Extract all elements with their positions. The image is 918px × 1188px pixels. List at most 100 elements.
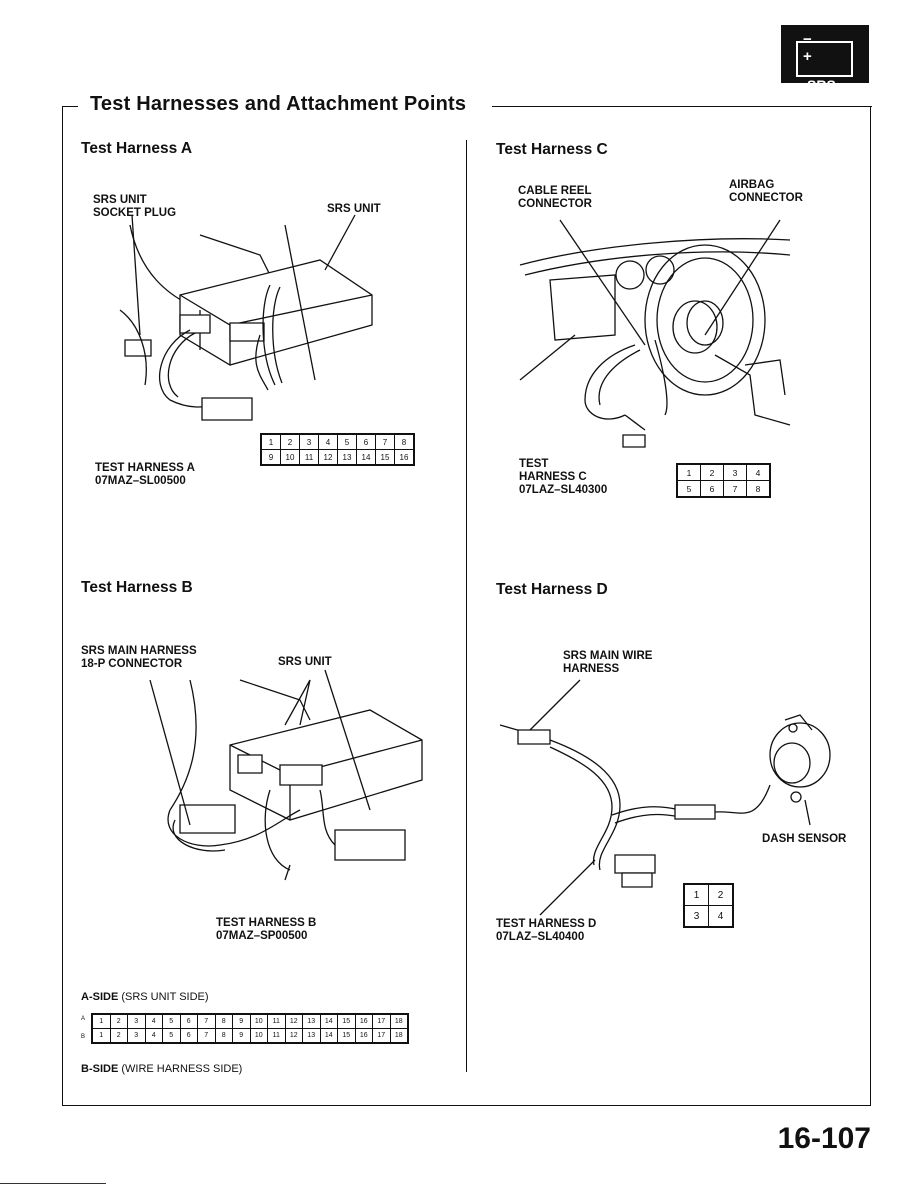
harness-c-illustration: [515, 215, 795, 455]
b-side-desc: (WIRE HARNESS SIDE): [118, 1063, 243, 1075]
pin: 3: [299, 433, 319, 450]
harness-d-pin-diagram: 1 2 3 4: [683, 883, 734, 928]
pin: 1: [683, 883, 709, 906]
harness-c-pin-grid: 1 2 3 4 5 6 7 8: [676, 463, 771, 498]
pin: 5: [162, 1028, 181, 1044]
pin: 2: [700, 463, 724, 481]
pin: 15: [375, 449, 395, 466]
pin: 9: [232, 1028, 251, 1044]
pin: 8: [214, 1028, 233, 1044]
srs-badge: − + SRS: [781, 25, 869, 93]
a-side-bold: A-SIDE: [81, 991, 119, 1003]
label-srs-unit-socket-plug: SRS UNIT SOCKET PLUG: [93, 194, 177, 219]
pin: 2: [109, 1028, 128, 1044]
pin: 13: [337, 449, 357, 466]
harness-b-pin-grid: 1 2 3 4 5 6 7 8 9 10 11 12 13 14 15 16 1…: [91, 1013, 409, 1044]
pin: 14: [319, 1013, 338, 1029]
a-side-caption: A-SIDE (SRS UNIT SIDE): [81, 991, 209, 1003]
a-side-row: 1 2 3 4 5 6 7 8 9 10 11 12 13 14 15 16 1…: [91, 1013, 409, 1029]
pin: 9: [260, 449, 281, 466]
pin: 6: [179, 1028, 198, 1044]
battery-polarity: − +: [803, 31, 834, 65]
pin: 2: [708, 883, 734, 906]
srs-badge-label: SRS: [807, 77, 836, 93]
title-rule-right: [492, 106, 872, 107]
b-side-bold: B-SIDE: [81, 1063, 119, 1075]
harness-c-pin-diagram: 1 2 3 4 5 6 7 8: [676, 463, 771, 498]
pin: 1: [91, 1013, 111, 1029]
content-frame: [62, 106, 871, 1106]
pin: 11: [267, 1028, 286, 1044]
label-cable-reel-connector: CABLE REEL CONNECTOR: [518, 185, 592, 210]
pin: 8: [394, 433, 415, 450]
pin: 8: [214, 1013, 233, 1029]
pin: 5: [162, 1013, 181, 1029]
pin: 3: [683, 905, 709, 928]
pin: 3: [127, 1028, 146, 1044]
pin: 18: [389, 1028, 409, 1044]
heading-harness-d: Test Harness D: [496, 581, 608, 598]
pin: 13: [302, 1028, 321, 1044]
pin: 10: [249, 1028, 268, 1044]
pin: 3: [127, 1013, 146, 1029]
harness-a-pin-diagram: 1 2 3 4 5 6 7 8 9 10 11 12 13 14 15 16: [260, 433, 415, 466]
page-title: Test Harnesses and Attachment Points: [90, 93, 467, 115]
pin: 16: [394, 449, 415, 466]
pin: 4: [746, 463, 771, 481]
column-divider: [466, 140, 467, 1072]
pin: 7: [723, 480, 747, 498]
pin: 2: [109, 1013, 128, 1029]
heading-harness-a: Test Harness A: [81, 140, 193, 157]
pin: 17: [372, 1028, 391, 1044]
row-a-marker: A: [81, 1016, 86, 1022]
harness-a-illustration: [110, 215, 390, 465]
pin: 2: [280, 433, 300, 450]
pin: 5: [676, 480, 701, 498]
heading-harness-c: Test Harness C: [496, 141, 608, 158]
pin: 1: [676, 463, 701, 481]
pin: 10: [249, 1013, 268, 1029]
pin: 16: [354, 1013, 373, 1029]
pin: 14: [319, 1028, 338, 1044]
label-srs-main-wire-harness: SRS MAIN WIRE HARNESS: [563, 650, 653, 675]
label-test-harness-c: TEST HARNESS C 07LAZ–SL40300: [519, 458, 608, 496]
harness-a-pin-grid: 1 2 3 4 5 6 7 8 9 10 11 12 13 14 15 16: [260, 433, 415, 466]
pin: 14: [356, 449, 376, 466]
title-rule-left: [62, 106, 78, 107]
pin: 4: [144, 1028, 163, 1044]
pin: 12: [318, 449, 338, 466]
pin: 4: [144, 1013, 163, 1029]
pin: 12: [284, 1013, 303, 1029]
pin: 15: [337, 1013, 356, 1029]
pin: 7: [375, 433, 395, 450]
pin: 15: [337, 1028, 356, 1044]
pin: 5: [337, 433, 357, 450]
pin: 17: [372, 1013, 391, 1029]
pin: 9: [232, 1013, 251, 1029]
pin: 1: [91, 1028, 111, 1044]
pin: 11: [299, 449, 319, 466]
label-test-harness-b: TEST HARNESS B 07MAZ–SP00500: [216, 917, 317, 942]
b-side-row: 1 2 3 4 5 6 7 8 9 10 11 12 13 14 15 16 1…: [91, 1028, 409, 1044]
row-b-marker: B: [81, 1034, 86, 1040]
pin: 10: [280, 449, 300, 466]
a-side-desc: (SRS UNIT SIDE): [118, 991, 209, 1003]
pin: 8: [746, 480, 771, 498]
battery-icon: [796, 41, 853, 77]
b-side-caption: B-SIDE (WIRE HARNESS SIDE): [81, 1063, 242, 1075]
pin: 16: [354, 1028, 373, 1044]
harness-d-illustration: [500, 675, 840, 915]
pin: 6: [356, 433, 376, 450]
pin: 7: [197, 1013, 216, 1029]
label-test-harness-d: TEST HARNESS D 07LAZ–SL40400: [496, 918, 597, 943]
pin: 6: [179, 1013, 198, 1029]
pin: 7: [197, 1028, 216, 1044]
label-srs-unit-a: SRS UNIT: [327, 203, 381, 215]
label-srs-main-harness: SRS MAIN HARNESS 18-P CONNECTOR: [81, 645, 197, 670]
harness-b-illustration: [150, 670, 420, 900]
harness-b-pin-diagram: 1 2 3 4 5 6 7 8 9 10 11 12 13 14 15 16 1…: [91, 1013, 409, 1044]
pin: 4: [708, 905, 734, 928]
pin: 18: [389, 1013, 409, 1029]
pin: 6: [700, 480, 724, 498]
label-dash-sensor: DASH SENSOR: [762, 833, 847, 845]
